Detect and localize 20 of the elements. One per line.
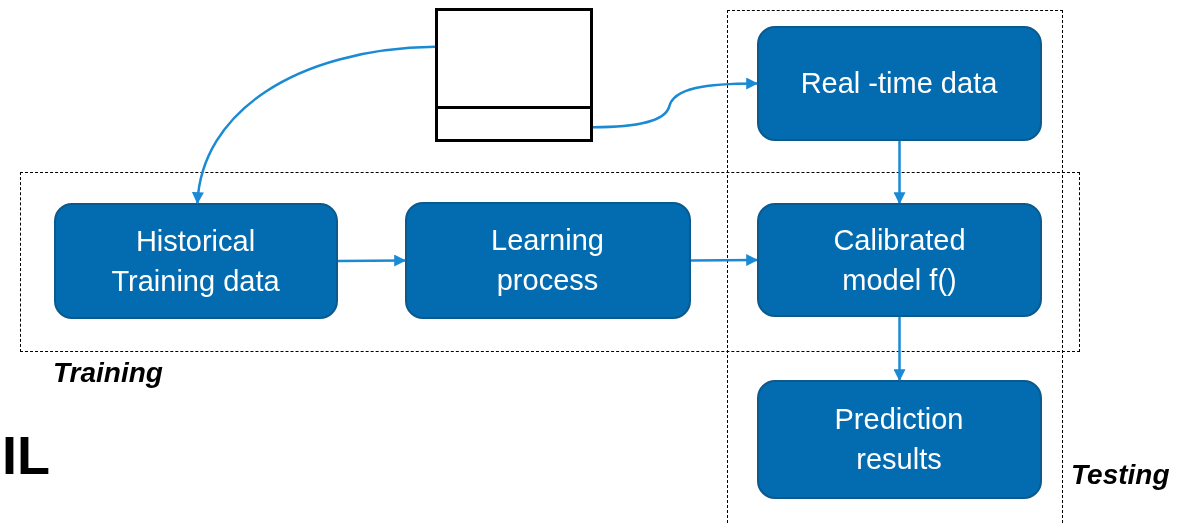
- arrow: [691, 254, 759, 267]
- box-label: Real -time data: [800, 66, 998, 101]
- process-box: [757, 203, 1042, 317]
- arrow: [893, 141, 906, 205]
- arrow: [893, 317, 906, 382]
- region-heading: Training: [53, 357, 163, 389]
- box-label: Calibrated model f(): [832, 223, 967, 298]
- box-label: Historical Training data: [110, 223, 281, 299]
- empty-box: [435, 8, 593, 142]
- arrow: [192, 45, 436, 205]
- box-label: Prediction results: [833, 402, 965, 477]
- arrow: [338, 254, 407, 267]
- process-box: [404, 201, 691, 319]
- region-heading: Testing: [1071, 459, 1170, 491]
- text-fragment: IL: [2, 424, 50, 486]
- process-box: [756, 379, 1042, 499]
- box-label: Learning process: [490, 223, 605, 298]
- process-box: [756, 25, 1042, 141]
- process-box: [53, 202, 338, 319]
- arrow: [593, 77, 759, 129]
